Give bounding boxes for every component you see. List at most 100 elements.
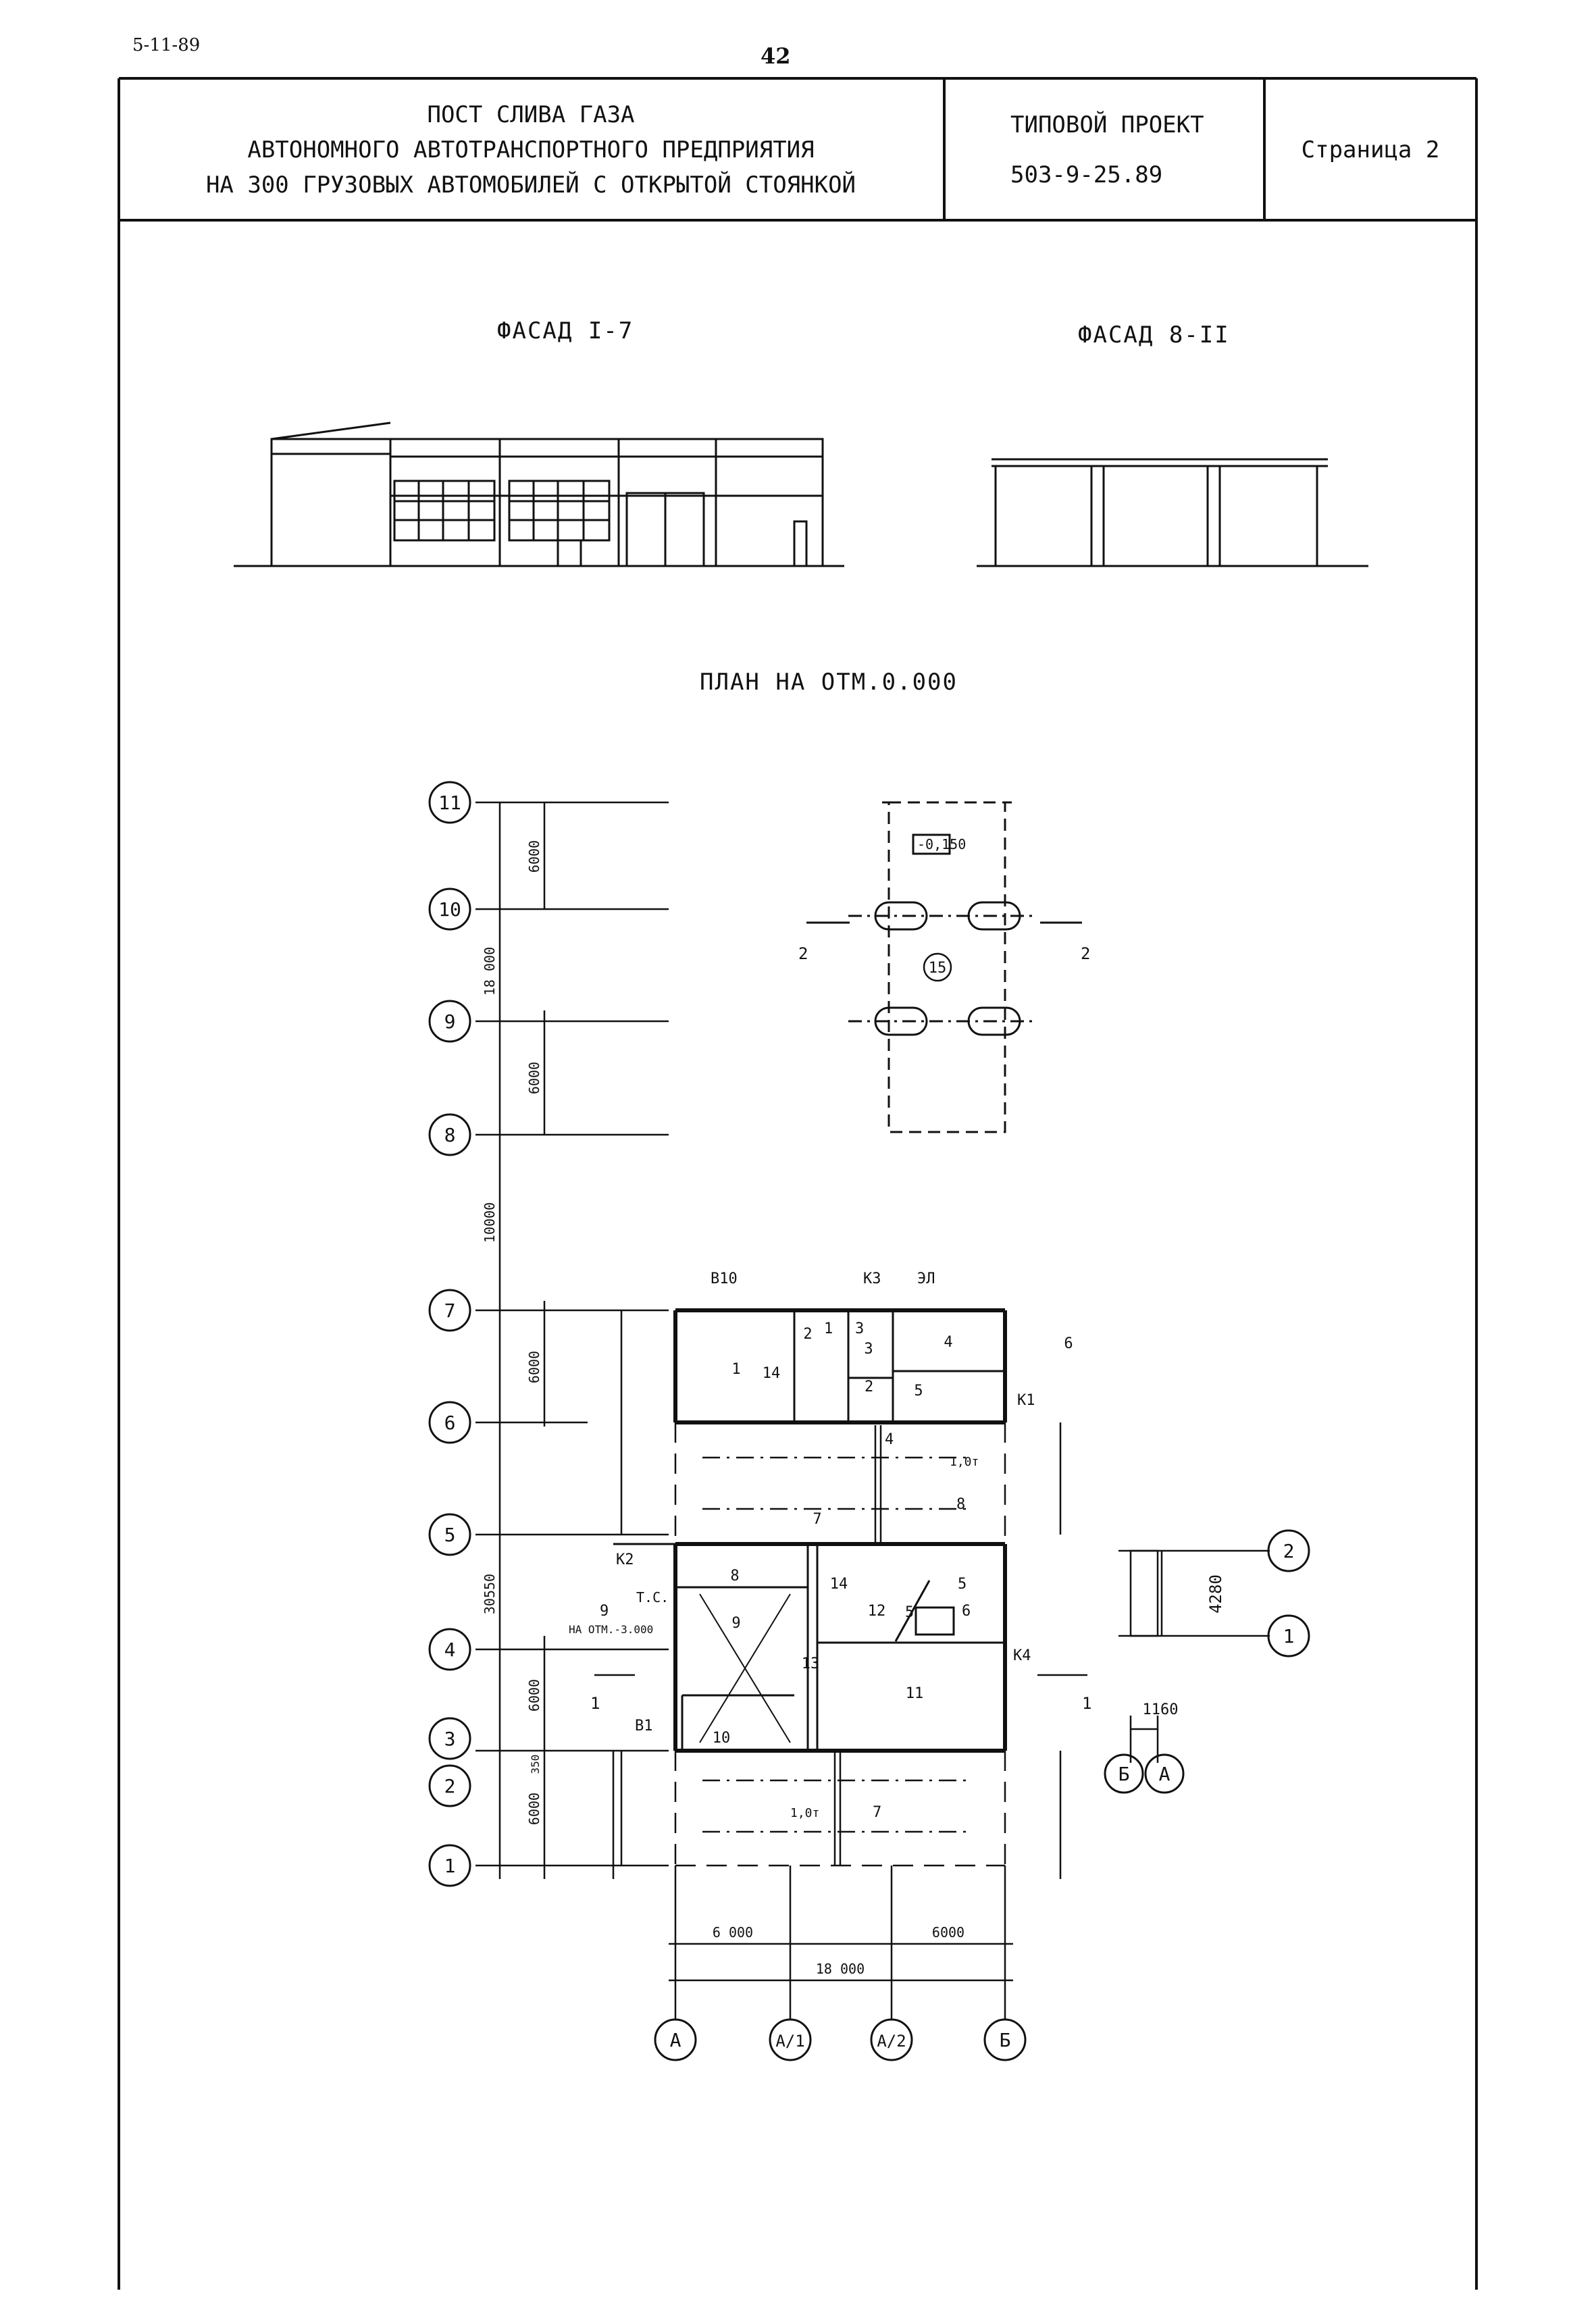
room-9: 9 [731,1615,740,1632]
sheet-frame [118,77,1478,2290]
facade-8-11-drawing [977,458,1368,567]
section-mark-left: 2 [798,944,808,963]
room-10: 10 [713,1730,731,1747]
axis-row-2: 2 [444,1775,456,1797]
dim-4280: 4280 [1206,1574,1225,1614]
dim-6000-h-right: 6000 [932,1924,964,1940]
label-n4: 4 [885,1431,894,1448]
label-n9: 9 [600,1603,609,1620]
side-detail-plan [1118,1549,1270,1763]
dim-350: 350 [529,1755,542,1774]
title-block-title: ПОСТ СЛИВА ГАЗА АВТОНОМНОГО АВТОТРАНСПОР… [119,80,943,220]
sheet-code: 5-11-89 [132,35,201,55]
room-numbers: 1 2 3 4 5 6 7 8 9 10 11 12 13 14 14 15 [713,960,1073,1747]
room-5: 5 [914,1383,923,1399]
title-line-1: ПОСТ СЛИВА ГАЗА [427,101,635,128]
label-crane-top: 1,0т [950,1455,979,1469]
label-el: ЭЛ [917,1270,935,1287]
crane-bays [594,1422,1087,1879]
axis-row-10: 10 [438,898,461,921]
plan-title: ПЛАН НА ОТМ.0.000 [700,669,958,696]
room-15: 15 [929,960,947,977]
label-k3: К3 [863,1270,881,1287]
inline-labels: В10 К3 ЭЛ К1 К2 К4 В1 Т.С. НА ОТМ.-3.000… [569,1270,1035,1821]
room-4: 4 [944,1334,952,1351]
label-n6: 6 [962,1603,971,1620]
plan-dimension-chain-left [475,801,669,1879]
dim-10000: 10000 [482,1202,498,1243]
facade-1-7-title: ФАСАД I-7 [497,317,634,344]
side-axis-b: Б [1118,1763,1130,1785]
dim-30550: 30550 [482,1574,498,1614]
room-13: 13 [802,1655,820,1672]
dim-6000-top-a: 6000 [526,840,542,873]
axis-col-a: А [670,2029,681,2051]
label-crane-bottom: 1,0т [790,1806,819,1820]
project-code: 503-9-25.89 [1010,161,1163,188]
dim-1160: 1160 [1143,1701,1179,1718]
axis-row-3: 3 [444,1728,456,1750]
project-label: ТИПОВОЙ ПРОЕКТ [1010,111,1204,138]
title-line-3: НА 300 ГРУЗОВЫХ АВТОМОБИЛЕЙ С ОТКРЫТОЙ С… [205,172,856,199]
label-n1: 1 [824,1320,833,1337]
axis-col-a1: А/1 [775,2032,804,2051]
title-line-2: АВТОНОМНОГО АВТОТРАНСПОРТНОГО ПРЕДПРИЯТИ… [247,136,815,163]
axis-col-b: Б [1000,2029,1011,2051]
axis-col-a2: А/2 [877,2032,906,2051]
label-n8: 8 [956,1496,965,1513]
dim-18000-vertical: 18 000 [482,947,498,996]
room-2: 2 [803,1326,812,1343]
label-na-otm: НА ОТМ.-3.000 [569,1623,653,1636]
axis-row-11: 11 [438,792,461,814]
axis-row-7: 7 [444,1300,456,1322]
label-n5b: 5 [958,1576,967,1593]
room-11: 11 [906,1685,924,1702]
side-axis-a: А [1159,1763,1170,1785]
room-8: 8 [730,1568,739,1585]
dimension-labels: 18 000 6000 6000 10000 6000 30550 6000 3… [482,840,1225,1977]
dim-6000-low: 6000 [526,1679,542,1712]
room-7: 7 [813,1511,821,1528]
elevation-mark: -0,150 [917,836,966,852]
plan-dimension-chain-bottom [669,1866,1013,2020]
main-building-plan [613,1308,1007,1753]
dim-18000-h: 18 000 [816,1961,865,1977]
section-mark-1-right: 1 [1082,1694,1091,1713]
label-b1: В1 [635,1718,653,1734]
axis-row-1: 1 [444,1855,456,1877]
dim-6000-h-left: 6 000 [713,1924,753,1940]
canopy-plan [806,801,1082,1133]
room-3: 3 [864,1341,873,1358]
label-ts: Т.С. [636,1589,669,1605]
label-n2: 2 [865,1379,873,1395]
axis-labels: 11 10 9 8 7 6 5 4 3 2 1 А А/1 А/2 Б 2 1 … [438,792,1294,2051]
label-k4: К4 [1013,1647,1031,1664]
dim-6000-bottom: 6000 [526,1793,542,1825]
section-mark-1-left: 1 [590,1694,600,1713]
label-n7: 7 [873,1804,881,1821]
label-k2: К2 [616,1551,634,1568]
page-number: 42 [761,43,791,69]
axis-row-8: 8 [444,1124,456,1146]
label-n3: 3 [855,1320,864,1337]
label-k1: К1 [1017,1392,1035,1409]
axis-row-5: 5 [444,1524,456,1546]
title-block-project: ТИПОВОЙ ПРОЕКТ 503-9-25.89 [946,80,1263,220]
marks: -0,150 2 2 1 1 [590,836,1091,1713]
dim-6000-mid: 6000 [526,1351,542,1383]
axis-bubbles [428,781,1310,2061]
label-n5a: 5 [905,1604,914,1621]
side-axis-2: 2 [1283,1540,1295,1562]
room-14-b: 14 [830,1576,848,1593]
page-label: Страница 2 [1301,136,1440,163]
section-mark-right: 2 [1081,944,1090,963]
axis-row-4: 4 [444,1639,456,1661]
room-6: 6 [1064,1335,1073,1352]
room-12: 12 [868,1603,886,1620]
axis-row-9: 9 [444,1010,456,1033]
room-1: 1 [731,1361,740,1378]
facade-1-7-drawing [234,421,844,567]
room-14-a: 14 [763,1365,781,1382]
axis-row-6: 6 [444,1412,456,1434]
